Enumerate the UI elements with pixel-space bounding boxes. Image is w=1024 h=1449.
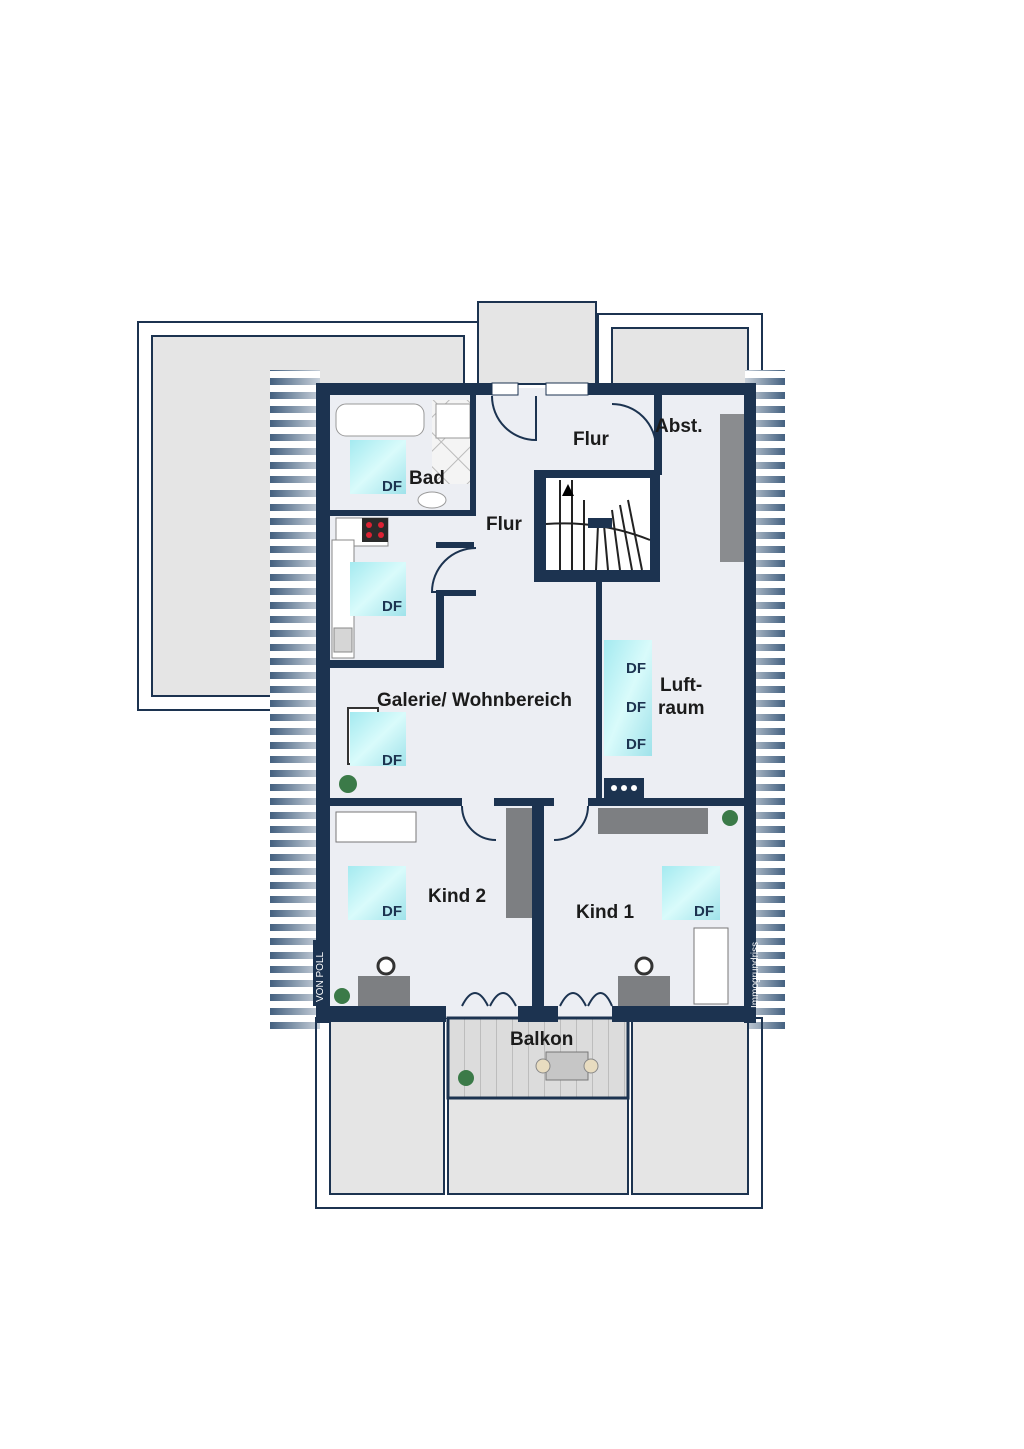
- bathroom: [335, 400, 476, 509]
- skylight-label: DF: [694, 903, 714, 920]
- skylight-label: DF: [382, 752, 402, 769]
- window: [491, 382, 519, 396]
- room-label-kind1: Kind 1: [576, 902, 634, 923]
- room-label-luftraum-1: Luft-: [660, 675, 702, 696]
- balcony: [446, 1016, 630, 1100]
- skylight-label: DF: [382, 478, 402, 495]
- plant-icon: [339, 775, 357, 793]
- skylight: [662, 866, 720, 920]
- room-label-galerie: Galerie/ Wohnbereich: [377, 690, 572, 711]
- skylight-label: DF: [626, 736, 646, 753]
- skylight: [350, 562, 406, 616]
- skylight: [350, 440, 406, 494]
- stairwell: [534, 470, 660, 582]
- room-label-flur-left: Flur: [486, 514, 522, 535]
- room-label-flur-top: Flur: [573, 429, 609, 450]
- skylight-label: DF: [382, 903, 402, 920]
- plant-icon: [722, 810, 738, 826]
- skylight: [350, 712, 406, 766]
- watermark-immogrundriss: Immogrundriss: [750, 942, 761, 1008]
- room-label-bad: Bad: [409, 468, 445, 489]
- plant-icon: [334, 988, 350, 1004]
- window: [545, 382, 589, 396]
- skylight-label: DF: [382, 598, 402, 615]
- room-label-balkon: Balkon: [510, 1029, 573, 1050]
- outer-walls: [316, 383, 756, 1023]
- room-label-abst: Abst.: [655, 416, 703, 437]
- skylights: [348, 440, 720, 920]
- roof-outline-bottom: [315, 1017, 763, 1209]
- room-label-kind2: Kind 2: [428, 886, 486, 907]
- skylight: [604, 640, 652, 756]
- kitchen: [331, 517, 389, 659]
- skylight-label: DF: [626, 699, 646, 716]
- room-label-luftraum-2: raum: [658, 698, 704, 719]
- bathroom-walls: [330, 395, 476, 516]
- skylight-label: DF: [626, 660, 646, 677]
- logo-von-poll: VON POLL: [313, 940, 327, 1006]
- dormer-top: [477, 301, 597, 385]
- storage-shelf: [720, 414, 744, 562]
- plant-icon: [458, 1070, 474, 1086]
- roof-outline-right: [597, 313, 763, 385]
- door-swings: [430, 395, 657, 1007]
- skylight: [348, 866, 406, 920]
- interior-walls: [330, 395, 748, 1012]
- svg-text:VON POLL: VON POLL: [315, 952, 326, 1002]
